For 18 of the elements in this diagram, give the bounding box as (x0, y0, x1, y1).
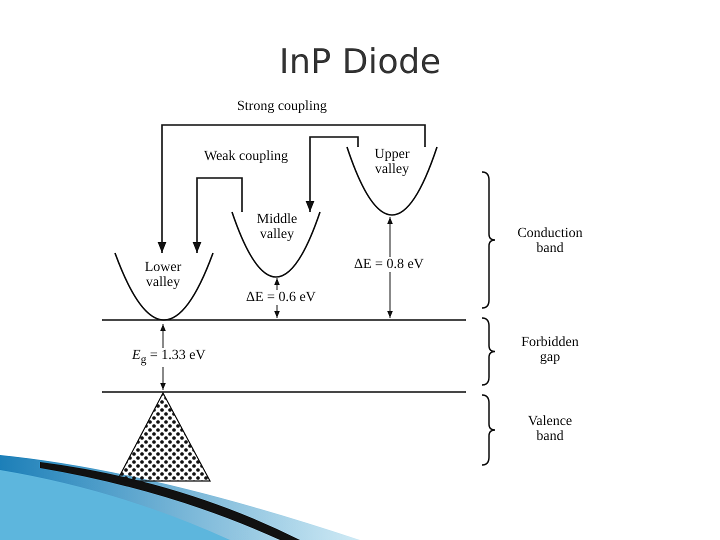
coupling-arrow (192, 177, 243, 253)
energy-gap-label: ΔE = 0.6 eV (244, 290, 318, 305)
valley-parabola (115, 253, 213, 320)
coupling-arrow (158, 124, 426, 253)
valley-parabola (232, 212, 320, 277)
energy-gap-label: ΔE = 0.8 eV (352, 257, 426, 272)
valley-label: Middle valley (256, 212, 298, 242)
band-label: Valence band (526, 414, 574, 444)
coupling-arrow (306, 136, 359, 212)
slide-title: InP Diode (278, 42, 442, 82)
energy-gap-label: E$_{g}$ = 1.33 eV (130, 348, 208, 367)
valley-label: Upper valley (374, 147, 410, 177)
band-label: Forbidden gap (520, 335, 580, 365)
band-label: Conduction band (516, 226, 584, 256)
edge-label: Strong coupling (235, 99, 329, 114)
edge-label: Weak coupling (202, 149, 290, 164)
valley-parabola (347, 147, 437, 215)
valley-label: Lower valley (144, 260, 182, 290)
